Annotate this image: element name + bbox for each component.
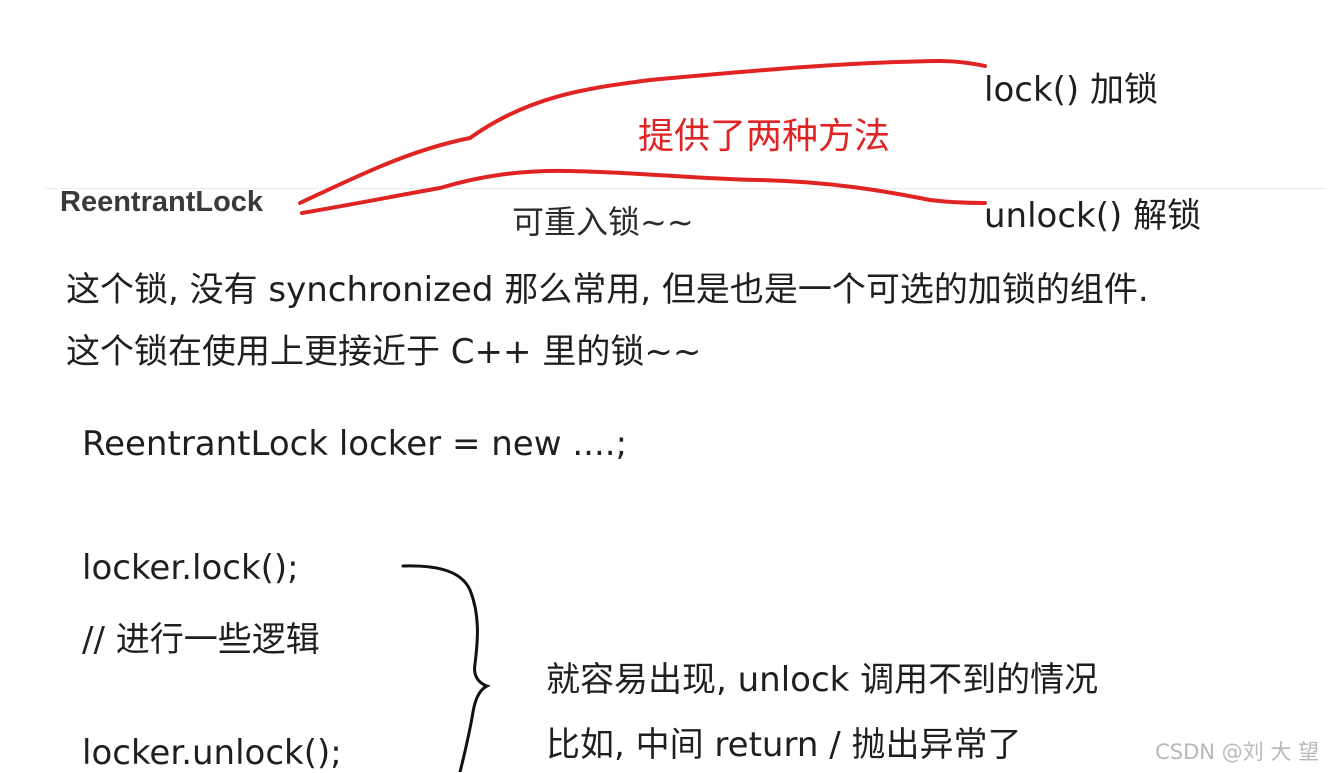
code-line-unlock: locker.unlock();	[82, 733, 342, 773]
class-name-heading: ReentrantLock	[60, 186, 264, 218]
note-line-2: 比如, 中间 return / 抛出异常了	[546, 725, 1022, 765]
code-line-comment: // 进行一些逻辑	[82, 620, 320, 660]
paragraph-2: 这个锁在使用上更接近于 C++ 里的锁~~	[66, 332, 702, 372]
paragraph-1: 这个锁, 没有 synchronized 那么常用, 但是也是一个可选的加锁的组…	[66, 270, 1149, 310]
code-line-declaration: ReentrantLock locker = new ....;	[82, 424, 628, 464]
method-unlock: unlock() 解锁	[984, 196, 1202, 236]
subtitle: 可重入锁~~	[512, 203, 694, 241]
note-line-1: 就容易出现, unlock 调用不到的情况	[546, 660, 1099, 700]
bracket-mark	[401, 564, 491, 772]
watermark: CSDN @刘 大 望	[1155, 740, 1319, 764]
red-annotation: 提供了两种方法	[638, 116, 891, 157]
code-line-lock: locker.lock();	[82, 548, 299, 588]
method-lock: lock() 加锁	[984, 70, 1158, 110]
